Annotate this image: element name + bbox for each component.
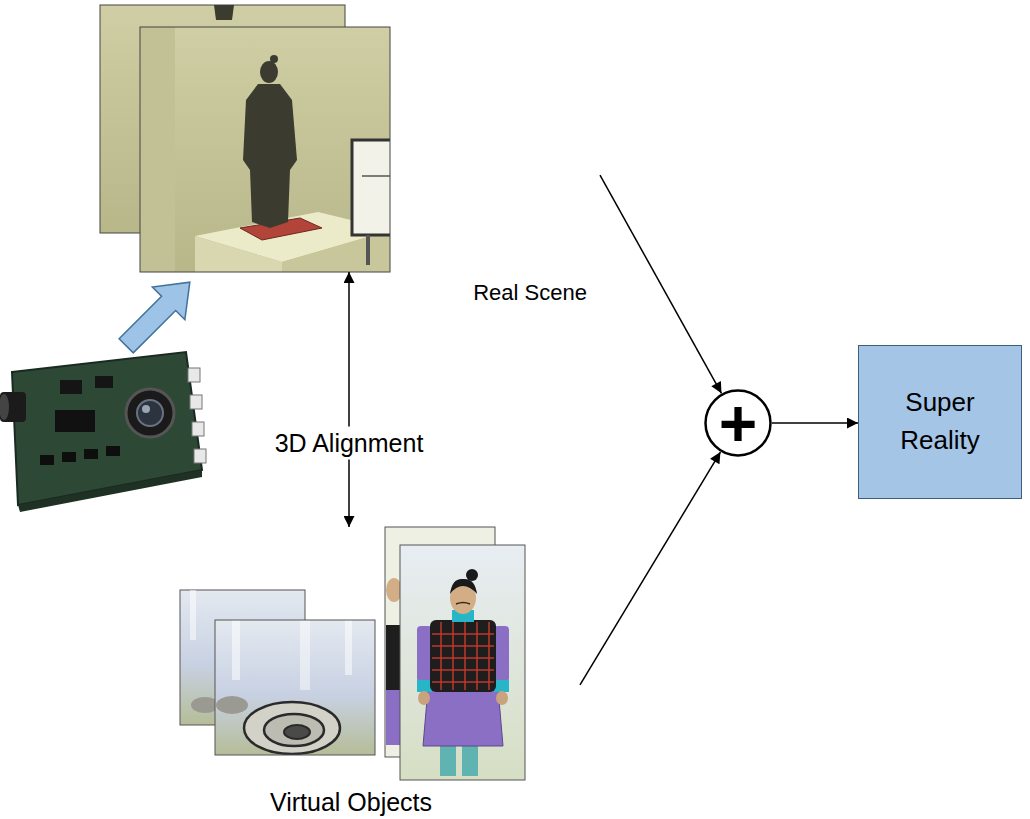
warrior-hair — [450, 579, 477, 594]
sign-text-line — [362, 175, 390, 177]
virtual-sky — [215, 620, 375, 755]
render-frame — [400, 545, 525, 780]
component — [84, 449, 98, 459]
real-scene-frames — [100, 5, 398, 272]
warrior-topknot — [466, 569, 478, 581]
group-label: Virtual Objects — [270, 787, 432, 817]
plaid-line — [488, 622, 490, 690]
lens-glass — [137, 400, 163, 426]
warrior-sleeve — [494, 626, 509, 682]
plaid-line — [432, 645, 494, 647]
render-frame — [215, 620, 375, 755]
front-frame-content — [417, 569, 509, 776]
render-frame — [400, 545, 525, 780]
plus-sign: + — [704, 389, 772, 457]
connector — [192, 422, 204, 436]
spiral-core — [284, 725, 310, 739]
block-arrow — [110, 266, 206, 362]
statue-head — [260, 61, 278, 83]
chip — [55, 410, 95, 432]
front-frame-content — [215, 620, 375, 755]
spiral-outer — [244, 702, 340, 754]
statue-body — [243, 84, 297, 228]
connector — [188, 368, 200, 382]
light-streak — [190, 590, 196, 640]
virtual-objects-group: Virtual Objects — [180, 527, 580, 783]
capture-arrow — [110, 266, 206, 362]
warrior-robe — [386, 690, 400, 745]
main-lens — [126, 389, 174, 437]
group-label: Real Scene — [473, 280, 587, 306]
box-label: Super Reality — [879, 384, 1001, 459]
pedestal-front — [195, 236, 282, 272]
warrior-robe — [423, 688, 503, 746]
warrior-cuff — [417, 680, 432, 692]
chip — [95, 376, 113, 388]
warrior-hand — [496, 691, 508, 705]
virtual-warrior-frames — [385, 527, 525, 780]
real-scene-group: Real Scene — [100, 5, 600, 272]
component — [62, 452, 76, 462]
plaid-line — [432, 633, 494, 635]
component — [40, 455, 54, 465]
wall-corner — [140, 27, 175, 272]
rock — [216, 696, 248, 714]
warrior-armor — [386, 625, 400, 690]
connector — [194, 449, 206, 463]
result-box: Super Reality — [858, 345, 1022, 499]
virtual-scene-frames — [180, 590, 375, 755]
warrior-mustache — [456, 603, 470, 605]
plaid-line — [432, 657, 494, 659]
video-frame — [140, 27, 390, 272]
armor-plaid — [432, 622, 494, 690]
edge-label: 3D Alignment — [267, 427, 432, 460]
light-streak — [300, 620, 310, 690]
plaid-line — [476, 622, 478, 690]
spiral-middle — [264, 714, 324, 746]
small-lens-front — [0, 394, 9, 420]
warrior-armor — [430, 620, 496, 692]
plaid-line — [432, 681, 494, 683]
board-edge — [18, 470, 202, 512]
plaid-line — [464, 622, 466, 690]
camera-board — [0, 352, 206, 512]
edge-label-holder: 3D Alignment — [267, 427, 432, 460]
connector-arrow — [580, 452, 720, 685]
statue-topknot — [270, 55, 278, 63]
connector-arrow — [600, 175, 721, 393]
warrior-cuff — [494, 680, 509, 692]
plaid-line — [440, 622, 442, 690]
light-streak — [232, 620, 240, 680]
small-lens — [0, 392, 26, 422]
plaid-line — [452, 622, 454, 690]
sum-circle: + — [704, 389, 772, 457]
warrior-hand — [418, 691, 430, 705]
component — [106, 446, 120, 456]
statue-glimpse — [214, 5, 234, 20]
connector-arrow — [348, 272, 350, 527]
chip — [60, 380, 82, 394]
info-sign — [352, 140, 390, 235]
sign-stand — [366, 235, 370, 265]
light-streak — [345, 620, 352, 675]
connector — [190, 395, 202, 409]
lens-glint — [142, 405, 150, 413]
plaid-line — [432, 669, 494, 671]
front-frame-content — [140, 27, 390, 272]
connector-arrow — [772, 422, 858, 424]
warrior-sleeve — [417, 626, 432, 682]
